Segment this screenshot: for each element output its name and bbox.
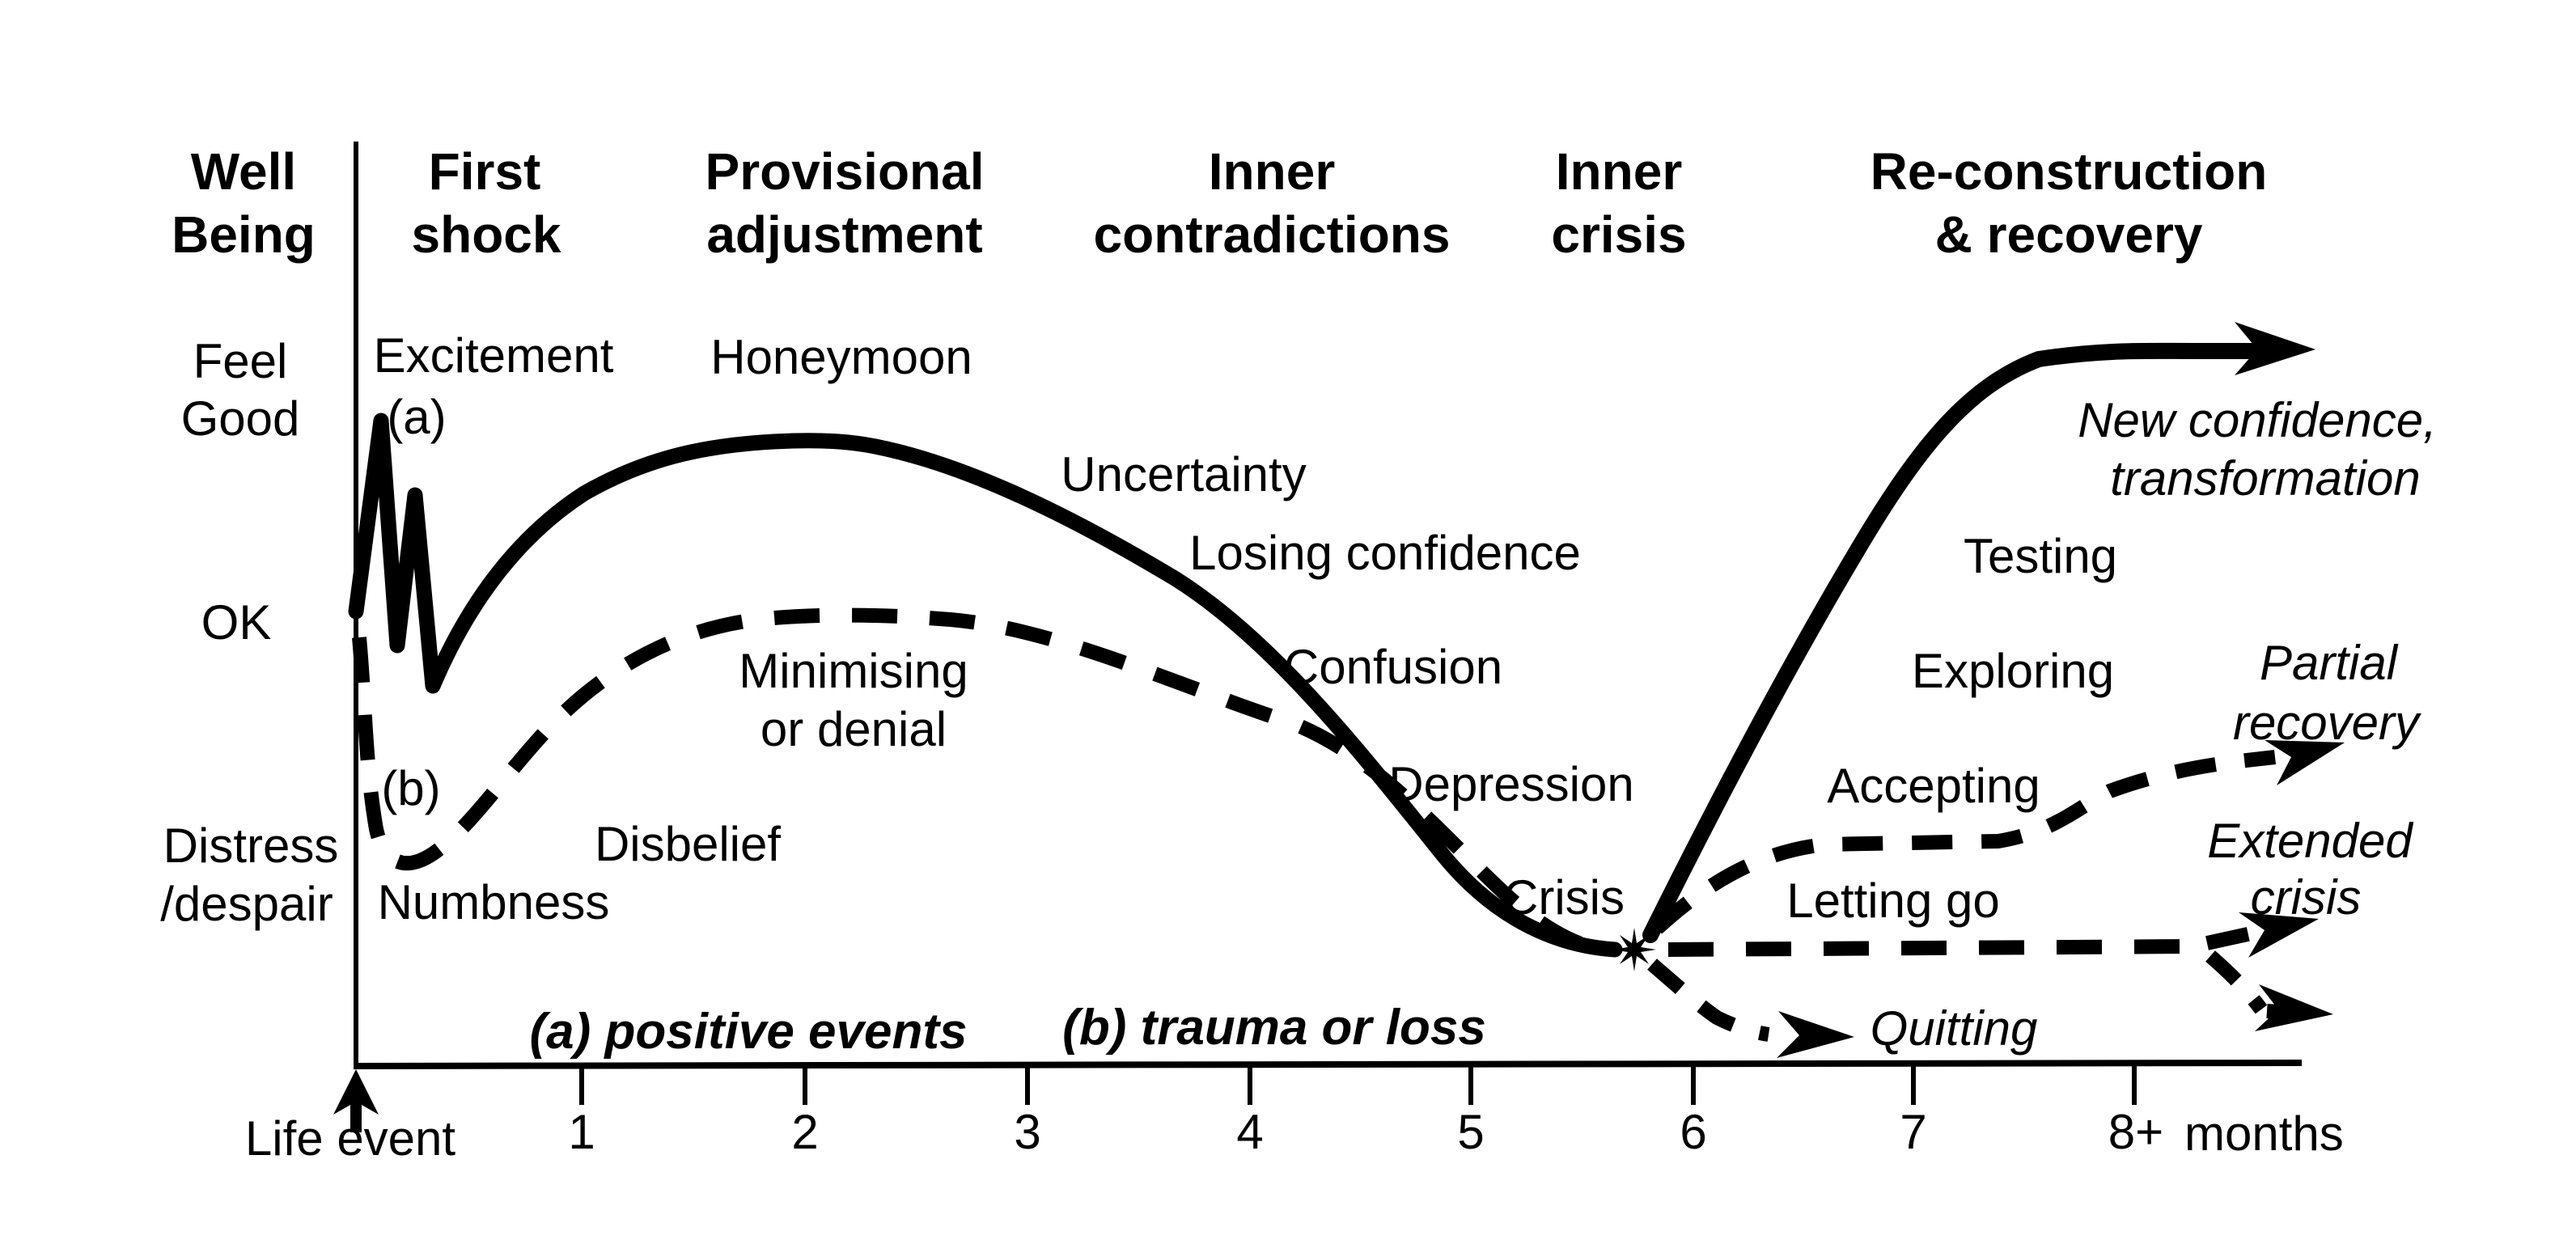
x-tick-label-2: 2 [791,1105,819,1159]
y-axis-title-line2: Being [172,205,316,264]
curve-label-partial-line1: Partial [2259,636,2398,690]
x-axis [353,1060,2303,1069]
legend-a: (a) positive events [529,1004,968,1060]
life-event-arrow-icon [333,1069,379,1132]
legend-b: (b) trauma or loss [1062,1000,1486,1056]
phase-header-reconstruction-line2: & recovery [1934,205,2203,264]
curve-label-exploring: Exploring [1911,644,2115,698]
extended-crisis-up-arrowhead-icon [2239,912,2319,958]
curve-label-minimising-line2: or denial [760,702,947,756]
quitting-arrowhead-icon [1777,1011,1854,1058]
curve-label-testing: Testing [1963,529,2118,583]
x-tick-label-6: 6 [1680,1105,1707,1159]
x-axis-label-life-event: Life event [244,1111,456,1166]
curve-b-dashed [352,607,1612,958]
x-tick-label-8: 8+ [2108,1105,2164,1159]
phase-header-first-shock-line1: First [428,142,541,201]
branch-quitting-dashed [1647,958,1770,1042]
x-tick-label-7: 7 [1900,1105,1927,1159]
phase-header-inner-crisis-line2: crisis [1551,205,1687,264]
phase-header-reconstruction-line1: Re-construction [1870,142,2268,201]
x-tick-label-3: 3 [1014,1105,1041,1159]
curve-label-honeymoon: Honeymoon [710,330,972,384]
y-label-distress-line2: /despair [160,877,333,931]
recovery-arrowhead-icon [2235,322,2315,375]
curve-label-new-confidence-line1: New confidence, [2078,393,2437,447]
x-axis-unit-label: months [2184,1106,2344,1161]
y-label-distress-line1: Distress [163,819,339,873]
branch-partial-recovery-dashed [1651,750,2277,934]
curve-label-b-marker: (b) [381,761,441,815]
curve-label-excitement: Excitement [373,328,614,383]
phase-header-provisional-line1: Provisional [705,142,985,201]
extended-crisis-down-arrowhead-icon [2255,984,2333,1031]
branch-extended-crisis-dashed [1667,939,2200,957]
x-tick-label-5: 5 [1457,1105,1485,1159]
curve-label-accepting: Accepting [1827,759,2040,813]
x-axis-ticks [579,1064,2137,1105]
y-label-feel-good-line2: Good [180,391,300,446]
curve-label-crisis: Crisis [1503,870,1625,925]
recovery-line [1642,342,2264,943]
curve-label-quitting: Quitting [1870,1001,2038,1056]
partial-recovery-arrowhead-icon [2265,740,2345,785]
phase-header-provisional-line2: adjustment [706,205,983,264]
y-axis-title-line1: Well [190,142,297,201]
curve-label-extended-line2: crisis [2250,870,2362,925]
curve-label-numbness: Numbness [377,875,610,929]
curve-label-depression: Depression [1388,757,1634,811]
branch-extended-crisis-up-fork [2205,925,2260,950]
phase-header-contradictions-line2: contradictions [1093,205,1451,264]
curve-label-confusion: Confusion [1283,640,1503,694]
curve-label-minimising-line1: Minimising [739,644,968,698]
curve-label-new-confidence-line2: transformation [2110,451,2421,506]
curve-label-extended-line1: Extended [2207,814,2413,868]
phase-header-contradictions-line1: Inner [1208,142,1336,201]
curve-label-partial-line2: recovery [2232,696,2420,750]
phase-header-first-shock-line2: shock [411,205,561,264]
curve-label-letting-go: Letting go [1786,874,2000,928]
x-tick-label-1: 1 [568,1105,595,1159]
curve-label-disbelief: Disbelief [594,817,782,871]
curve-a-solid [348,413,1623,958]
curve-label-a-marker: (a) [387,390,447,444]
x-tick-label-4: 4 [1236,1105,1264,1159]
y-label-feel-good-line1: Feel [193,334,288,388]
curve-label-uncertainty: Uncertainty [1061,447,1307,501]
y-label-ok: OK [201,595,272,650]
curve-label-losing-confidence: Losing confidence [1189,526,1581,580]
phase-header-inner-crisis-line1: Inner [1555,142,1683,201]
